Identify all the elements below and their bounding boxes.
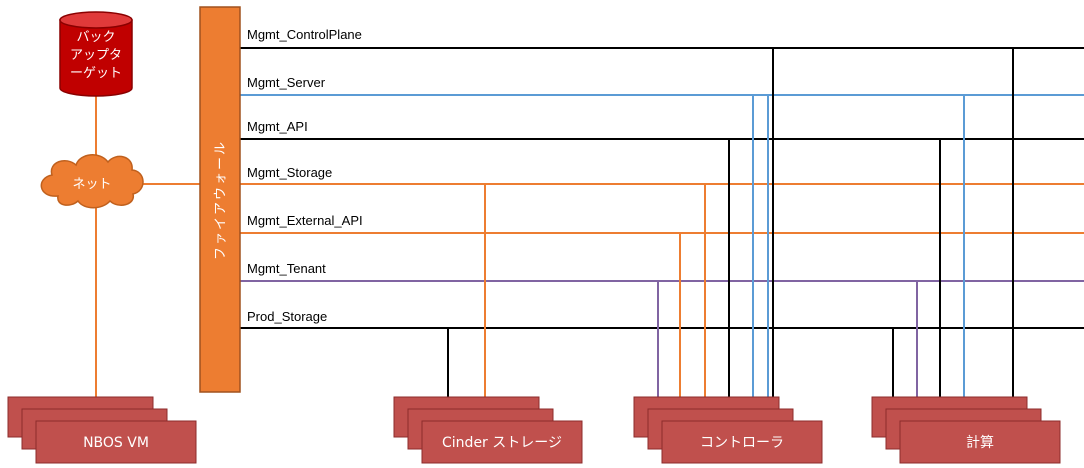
backup-target-label-2: アップタ — [70, 48, 122, 63]
label-mgmt-tenant: Mgmt_Tenant — [247, 261, 326, 276]
label-prod-storage: Prod_Storage — [247, 309, 327, 324]
network-cloud: ネット — [40, 154, 144, 209]
compute-label: 計算 — [966, 435, 994, 451]
label-mgmt-controlplane: Mgmt_ControlPlane — [247, 27, 362, 42]
cinder-storage-label: Cinder ストレージ — [442, 435, 562, 451]
backup-target-label-1: バック — [76, 30, 115, 45]
label-mgmt-server: Mgmt_Server — [247, 75, 326, 90]
firewall: ファイアウォール — [199, 6, 241, 393]
backup-target-cylinder: バック アップタ ーゲット — [59, 11, 133, 97]
firewall-label: ファイアウォール — [214, 140, 229, 260]
cinder-storage-stack: Cinder ストレージ — [393, 396, 583, 464]
label-mgmt-external-api: Mgmt_External_API — [247, 213, 363, 228]
compute-stack: 計算 — [871, 396, 1061, 464]
cloud-label: ネット — [72, 177, 111, 192]
nbos-vm-label: NBOS VM — [83, 435, 149, 451]
controller-stack: コントローラ — [633, 396, 823, 464]
controller-label: コントローラ — [700, 435, 784, 451]
backup-target-label-3: ーゲット — [70, 66, 122, 81]
label-mgmt-api: Mgmt_API — [247, 119, 308, 134]
label-mgmt-storage: Mgmt_Storage — [247, 165, 332, 180]
nbos-vm-stack: NBOS VM — [7, 396, 197, 464]
